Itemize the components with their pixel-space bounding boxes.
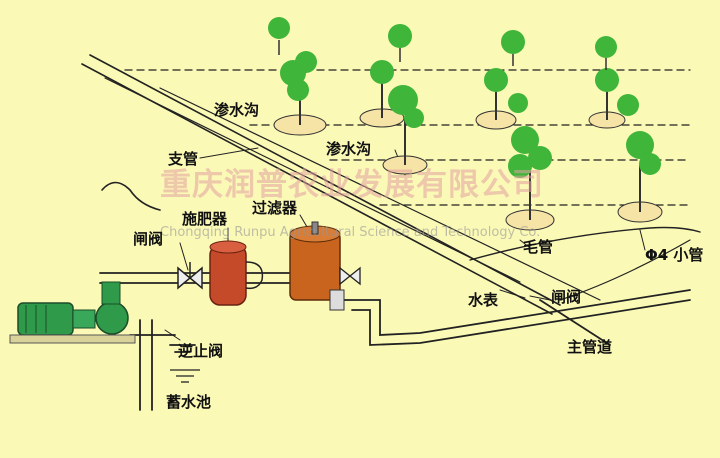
watermark-company-cn: 重庆润普农业发展有限公司 — [160, 167, 544, 203]
pump-motor — [9, 281, 136, 344]
capillary-line — [469, 226, 701, 261]
tree — [382, 85, 428, 175]
label-gate-valve-left: 闸阀 — [133, 230, 164, 248]
hand-stroke — [101, 181, 161, 211]
label-check-valve: 逆止阀 — [178, 342, 224, 360]
capillary-valve — [339, 266, 361, 286]
tree — [359, 24, 412, 128]
seepage-ditch-lines — [104, 77, 601, 301]
label-seepage-ditch-2: 渗水沟 — [326, 140, 372, 158]
tree — [268, 17, 327, 136]
label-capillary-pipe: 毛管 — [523, 238, 554, 256]
tree — [617, 94, 663, 223]
label-water-meter: 水表 — [468, 291, 499, 309]
field-edge — [559, 239, 691, 301]
fertilizer-tank-symbol — [209, 240, 264, 306]
label-small-pipe: Φ4 小管 — [645, 246, 704, 264]
reservoir-mark — [170, 369, 200, 383]
tree — [588, 36, 626, 129]
label-fertilizer-applicator: 施肥器 — [182, 210, 228, 228]
label-branch-pipe: 支管 — [168, 150, 199, 168]
suction-pipe — [129, 319, 196, 411]
label-main-pipeline: 主管道 — [567, 338, 613, 356]
watermark-company-en: Chongqing Runpu Agricultural Science and… — [160, 225, 541, 240]
gate-valve-left-symbol — [177, 262, 203, 290]
label-reservoir: 蓄水池 — [166, 393, 212, 411]
label-gate-valve-right: 闸阀 — [551, 288, 582, 306]
filter-tank-symbol — [289, 221, 345, 311]
tree — [475, 30, 525, 130]
tree — [505, 93, 555, 231]
label-seepage-ditch-1: 渗水沟 — [214, 101, 260, 119]
trees — [268, 17, 663, 231]
label-filter: 过滤器 — [252, 199, 298, 217]
